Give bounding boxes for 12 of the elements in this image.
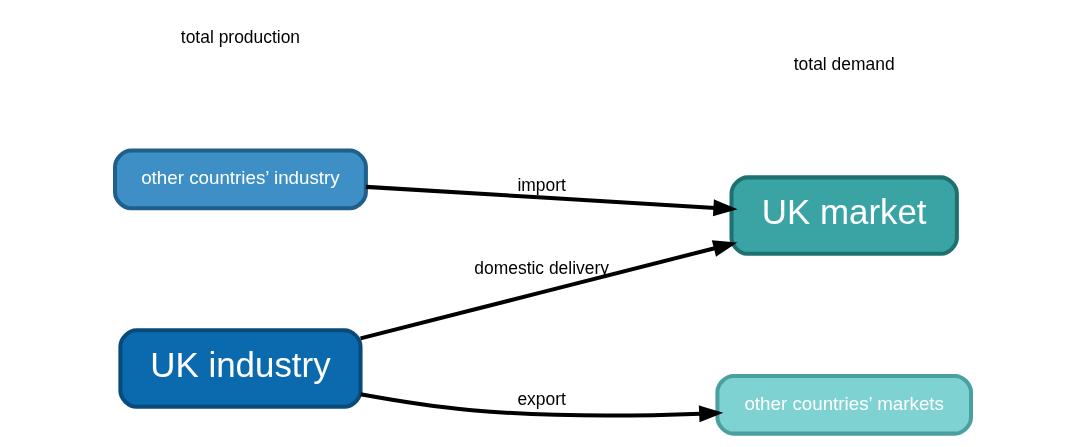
node-box: UK industry [117, 327, 363, 409]
edge-label: export [516, 388, 566, 409]
label: total production [180, 26, 300, 47]
node-box: UK market [729, 174, 959, 256]
edge-label: domestic delivery [473, 257, 609, 278]
arrow [359, 239, 737, 340]
node-box: other countries’ markets [714, 373, 973, 436]
label: total demand [793, 53, 895, 74]
arrow [365, 184, 738, 216]
edge-label: import [516, 174, 566, 195]
node-box: other countries’ industry [112, 148, 368, 210]
arrow [359, 391, 723, 422]
